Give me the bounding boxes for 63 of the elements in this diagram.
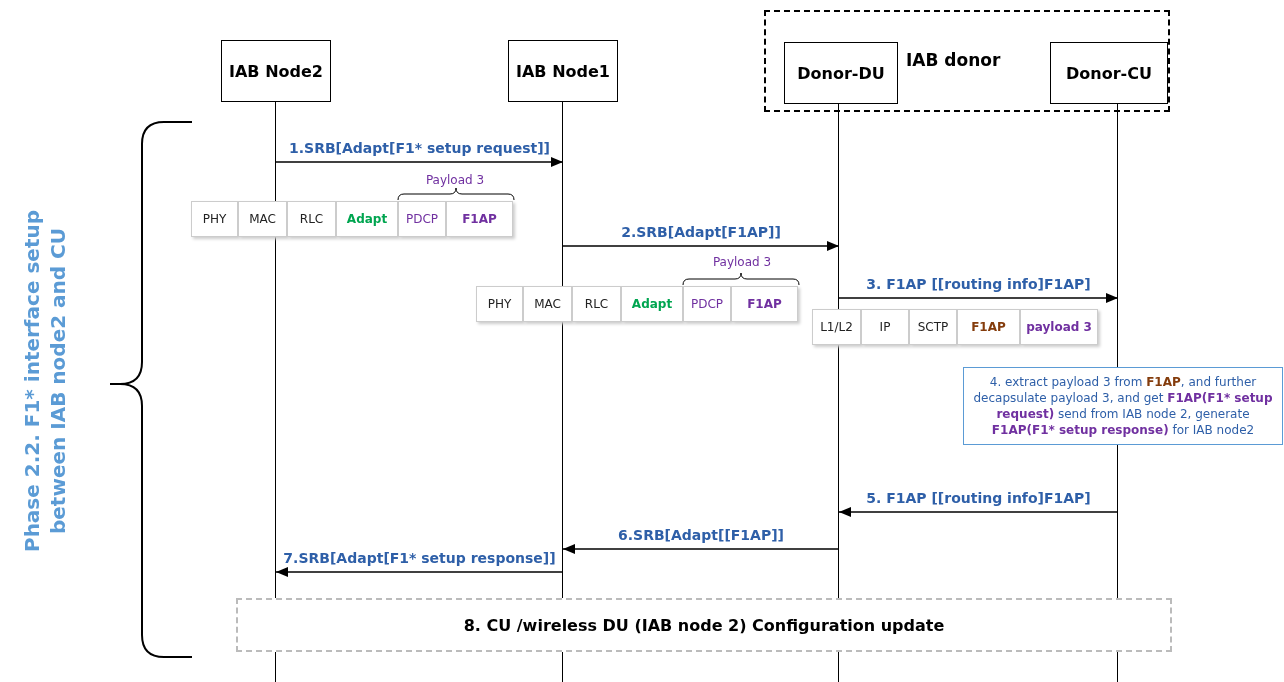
group-box xyxy=(764,10,1170,112)
protocol-layer-box xyxy=(957,309,1020,345)
participant-box xyxy=(508,40,618,102)
node-label: MAC xyxy=(534,297,561,311)
protocol-layer-box xyxy=(287,201,336,237)
message-arrow xyxy=(562,544,840,554)
phase-title: Phase 2.2. F1* interface setup between IAB node2 and CU xyxy=(19,208,71,555)
node-label: Donor-DU xyxy=(797,63,885,83)
message-label: 3. F1AP [[routing info]F1AP] xyxy=(866,276,1091,292)
protocol-layer-box xyxy=(572,286,621,322)
node-label: F1AP xyxy=(462,212,497,226)
message-arrow xyxy=(838,293,1119,303)
message-label: 2.SRB[Adapt[F1AP]] xyxy=(621,224,781,240)
message-label: 6.SRB[Adapt[[F1AP]] xyxy=(618,527,784,543)
node-label: F1AP xyxy=(747,297,782,311)
node-label: F1AP xyxy=(971,320,1006,334)
note-text: 4. extract payload 3 from F1AP, and further decapsulate payload 3, and get F1AP(F1* setup request) send from IAB node 2, generate F1AP(F1* setup response) for IAB node2 xyxy=(972,373,1274,439)
protocol-layer-box xyxy=(191,201,238,237)
message-arrow xyxy=(562,241,840,251)
node-label: IAB Node1 xyxy=(516,61,610,81)
message-arrow xyxy=(275,157,564,167)
node-label: L1/L2 xyxy=(820,320,853,334)
payload-label: Payload 3 xyxy=(712,255,772,269)
node-label: Adapt xyxy=(346,212,388,226)
protocol-layer-box xyxy=(238,201,287,237)
protocol-layer-box xyxy=(398,201,446,237)
protocol-layer-box xyxy=(523,286,572,322)
payload-label: Payload 3 xyxy=(425,173,485,187)
participant-box xyxy=(1050,42,1168,104)
note-box xyxy=(963,367,1283,445)
protocol-layer-box xyxy=(476,286,523,322)
node-label: PDCP xyxy=(690,297,724,311)
message-arrow xyxy=(838,507,1119,517)
node-label: IP xyxy=(879,320,891,334)
node-label: PDCP xyxy=(405,212,439,226)
protocol-layer-box xyxy=(861,309,909,345)
node-label: Donor-CU xyxy=(1066,63,1152,83)
node-label: SCTP xyxy=(917,320,949,334)
node-label: PHY xyxy=(202,212,227,226)
protocol-layer-box xyxy=(731,286,798,322)
node-label: RLC xyxy=(584,297,609,311)
protocol-layer-box xyxy=(336,201,398,237)
node-label: PHY xyxy=(487,297,512,311)
process-band xyxy=(236,598,1172,652)
message-arrow xyxy=(275,567,564,577)
protocol-layer-box xyxy=(812,309,861,345)
group-title: IAB donor xyxy=(906,50,1001,70)
node-label: 8. CU /wireless DU (IAB node 2) Configuration update xyxy=(463,615,945,635)
node-label: MAC xyxy=(249,212,276,226)
protocol-layer-box xyxy=(621,286,683,322)
message-label: 7.SRB[Adapt[F1* setup response]] xyxy=(283,550,556,566)
protocol-layer-box xyxy=(446,201,513,237)
message-label: 1.SRB[Adapt[F1* setup request]] xyxy=(289,140,550,156)
protocol-layer-box xyxy=(683,286,731,322)
protocol-layer-box xyxy=(1020,309,1098,345)
protocol-layer-box xyxy=(909,309,957,345)
node-label: payload 3 xyxy=(1026,320,1092,334)
participant-box xyxy=(784,42,898,104)
node-label: RLC xyxy=(299,212,324,226)
node-label: IAB Node2 xyxy=(229,61,323,81)
node-label: Adapt xyxy=(631,297,673,311)
participant-box xyxy=(221,40,331,102)
message-label: 5. F1AP [[routing info]F1AP] xyxy=(866,490,1091,506)
